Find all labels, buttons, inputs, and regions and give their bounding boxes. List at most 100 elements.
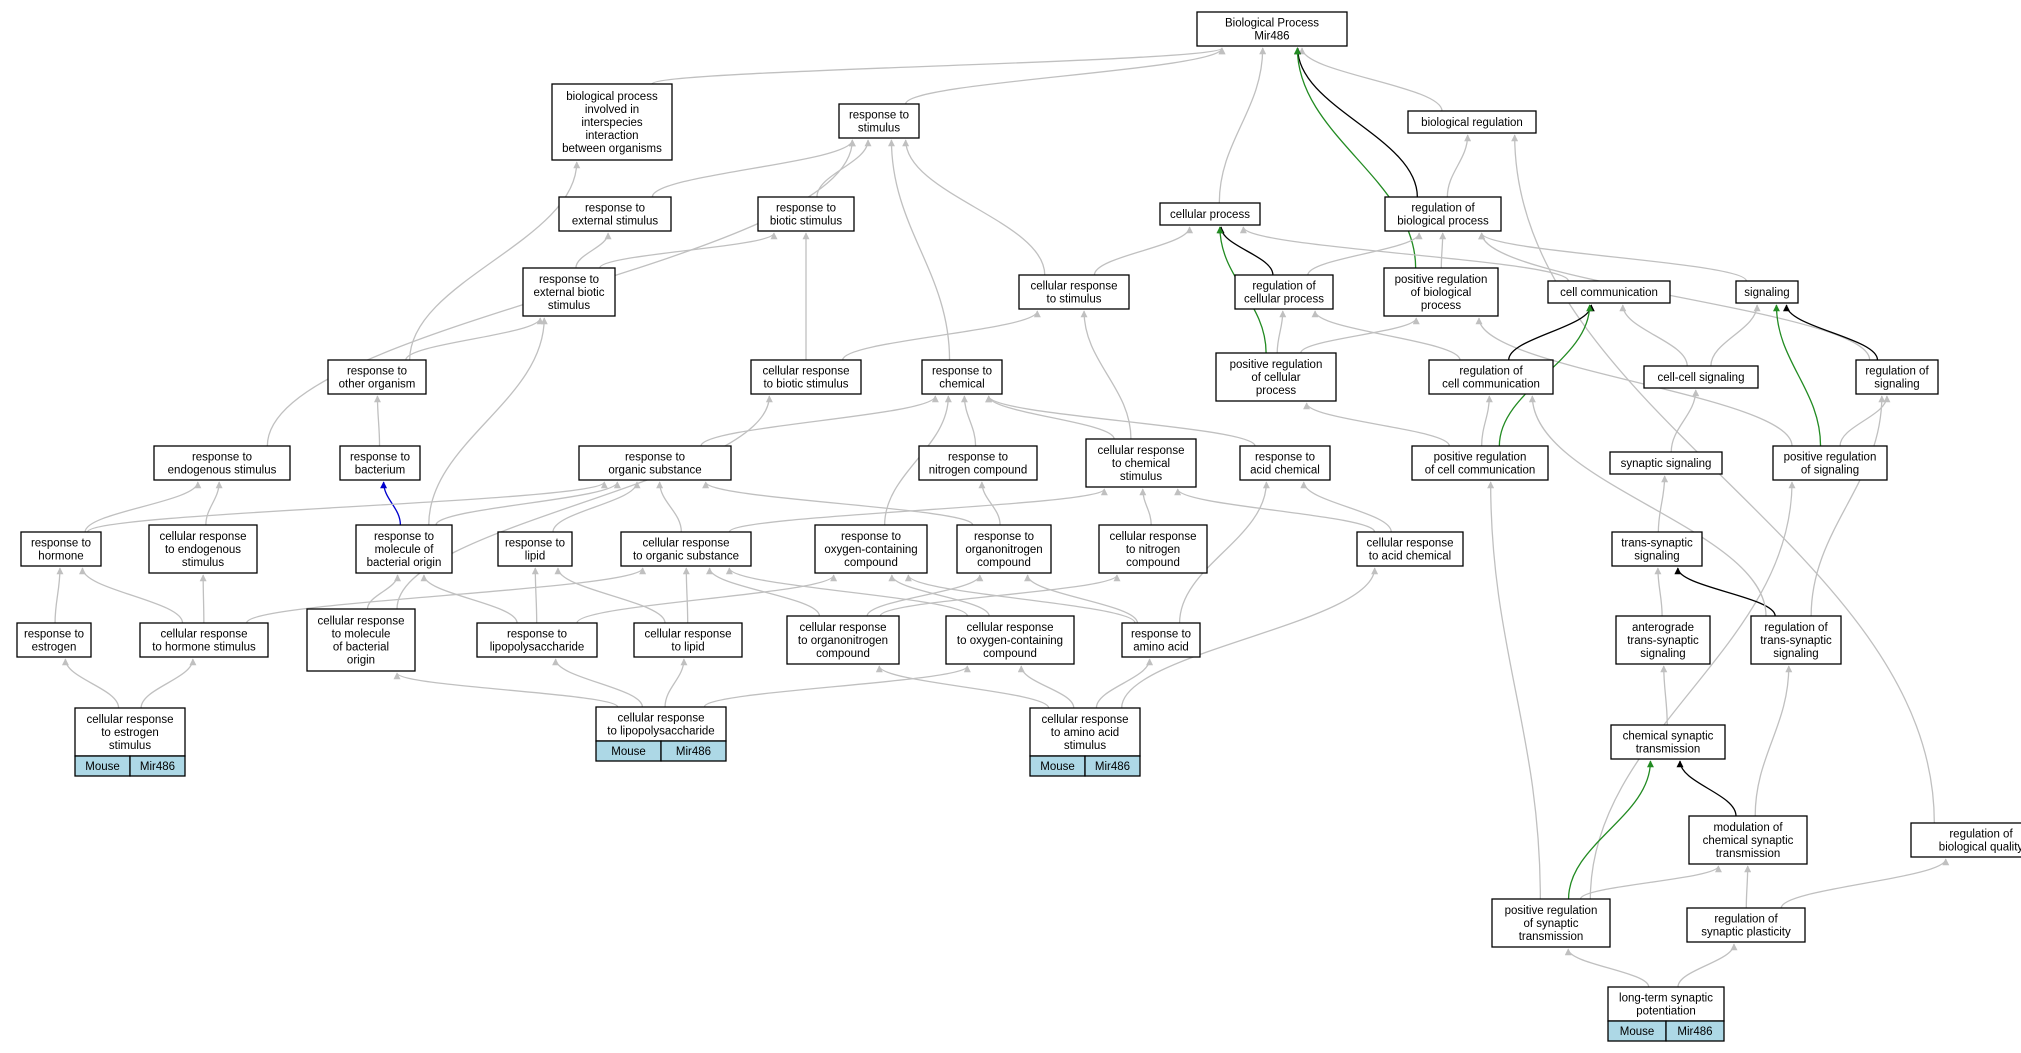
node-label: cellular response (1031, 281, 1118, 293)
node-label: synaptic signaling (1621, 458, 1712, 470)
tag-cell (1084, 755, 1141, 777)
edge-line (1528, 395, 1767, 617)
edge-line (205, 481, 223, 526)
node-label: to molecule (332, 629, 391, 641)
node-box (1018, 274, 1130, 310)
edge-line (887, 139, 951, 361)
node-label: to stimulus (1047, 294, 1102, 306)
edge-crbiotic-to-crstim (842, 310, 1041, 361)
node-box (1610, 724, 1726, 760)
edge-line (1654, 567, 1663, 617)
edge-line (700, 395, 939, 447)
node-label: process (1256, 385, 1297, 397)
node-box (921, 359, 1003, 395)
node-label: stimulus (109, 740, 151, 752)
node-box (814, 524, 928, 574)
node-label: to oxygen-containing (957, 635, 1063, 647)
node-label: to organonitrogen (798, 635, 888, 647)
edge-posregbio-to-regbio (1439, 232, 1447, 269)
tag-label: Mir486 (140, 761, 175, 773)
go-term-node: biological regulation (1407, 110, 1537, 134)
node-box (1735, 280, 1799, 304)
edge-crorg-to-rorg (656, 481, 682, 533)
node-label: to lipopolysaccharide (607, 726, 714, 738)
node-label: bacterium (355, 465, 406, 477)
go-term-node: cell-cell signaling (1643, 365, 1759, 389)
node-label: cellular response (800, 622, 887, 634)
gene-tag: Mir486 (660, 740, 727, 762)
edge-line (246, 567, 647, 624)
node-label: compound (977, 557, 1031, 569)
node-box (1855, 359, 1939, 395)
edge-line (728, 488, 1108, 533)
edge-regcellcomm-to-cellcomm (1508, 304, 1595, 361)
node-label: to estrogen (101, 727, 159, 739)
edge-croxy-to-crorg (725, 567, 968, 617)
node-box (139, 622, 269, 658)
edge-rlps-to-rlipid (531, 567, 539, 624)
edge-crorgnit-to-rorgnit (866, 574, 984, 617)
node-label: chemical synaptic (1703, 835, 1794, 847)
edge-line (552, 658, 644, 708)
node-label: response to (932, 366, 992, 378)
node-label: response to (1255, 452, 1315, 464)
node-box (1215, 352, 1337, 402)
edge-rother-to-rextbio (405, 317, 544, 361)
node-label: regulation of (1459, 366, 1523, 378)
edge-regqual-to-bioreg (1511, 134, 1935, 824)
node-label: compound (1126, 557, 1180, 569)
node-label: Mir486 (1254, 31, 1289, 43)
edge-posregcell-to-posregbio (1300, 317, 1420, 354)
edge-line (1218, 47, 1267, 204)
edge-line (87, 481, 608, 533)
tag-label: Mir486 (1677, 1026, 1712, 1038)
edge-line (599, 232, 778, 269)
species-tag: Mouse (1029, 755, 1086, 777)
edge-rmolbact-to-rextbio (428, 317, 548, 526)
node-box (620, 531, 752, 567)
node-box (1491, 898, 1611, 948)
tag-label: Mouse (85, 761, 120, 773)
node-label: interaction (585, 130, 638, 142)
edge-line (1178, 481, 1270, 624)
node-box (522, 267, 616, 317)
node-label: cellular process (1170, 209, 1250, 221)
edge-crhorm-to-crendo (199, 574, 207, 624)
edge-line (1670, 389, 1700, 453)
node-label: response to (31, 538, 91, 550)
node-box (945, 615, 1075, 665)
node-label: biological regulation (1421, 117, 1523, 129)
node-label: cellular response (645, 629, 732, 641)
edge-line (531, 567, 539, 624)
edge-raa-to-roxy (904, 574, 1136, 624)
edge-signaling-to-regbio (1478, 232, 1747, 282)
node-box (750, 359, 862, 395)
edge-line (651, 47, 1226, 85)
node-label: to nitrogen (1126, 544, 1180, 556)
node-label: response to (1131, 629, 1191, 641)
edge-line (575, 232, 612, 269)
node-box (633, 622, 743, 658)
node-label: cellular response (161, 629, 248, 641)
edge-racid-to-rchem (985, 395, 1256, 447)
edge-crchem-to-rchem (985, 395, 1115, 440)
edge-line (380, 481, 402, 526)
node-label: transmission (1519, 931, 1584, 943)
edge-line (725, 567, 968, 617)
node-label: other organism (339, 379, 416, 391)
node-label: biological quality (1939, 842, 2021, 854)
node-label: trans-synaptic (1627, 635, 1699, 647)
node-box (20, 531, 102, 567)
